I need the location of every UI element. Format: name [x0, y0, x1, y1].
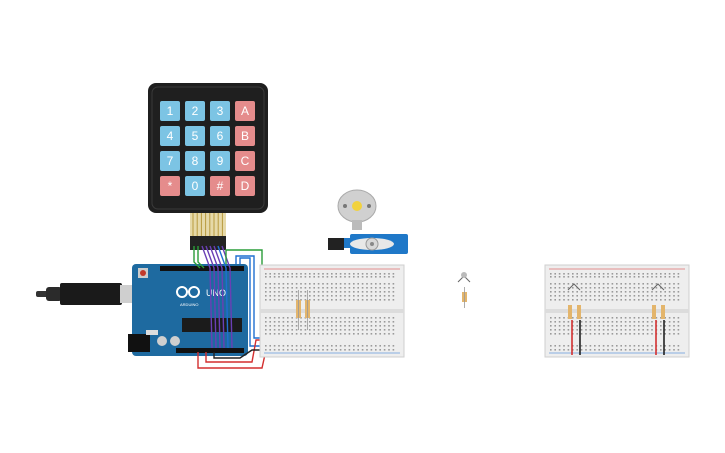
resistors-secondary[interactable]	[567, 283, 665, 355]
key-B[interactable]: B	[235, 126, 255, 146]
key-label: 9	[217, 154, 224, 168]
usb-cable[interactable]	[36, 283, 140, 305]
key-0[interactable]: 0	[185, 176, 205, 196]
key-*[interactable]: *	[160, 176, 180, 196]
key-label: A	[241, 104, 249, 118]
digital-header	[160, 266, 244, 271]
power-jack	[128, 334, 150, 352]
key-9[interactable]: 9	[210, 151, 230, 171]
servo-motor[interactable]	[328, 234, 408, 254]
analog-header	[176, 348, 244, 353]
key-4[interactable]: 4	[160, 126, 180, 146]
key-7[interactable]: 7	[160, 151, 180, 171]
key-#[interactable]: #	[210, 176, 230, 196]
key-5[interactable]: 5	[185, 126, 205, 146]
dc-motor[interactable]	[337, 189, 377, 230]
key-label: 2	[192, 104, 199, 118]
key-label: 4	[167, 129, 174, 143]
key-label: #	[217, 179, 224, 193]
key-label: 3	[217, 104, 224, 118]
key-label: *	[168, 179, 173, 193]
key-label: 0	[192, 179, 199, 193]
key-label: 6	[217, 129, 224, 143]
breadboard-secondary[interactable]	[544, 264, 690, 358]
key-2[interactable]: 2	[185, 101, 205, 121]
key-D[interactable]: D	[235, 176, 255, 196]
key-6[interactable]: 6	[210, 126, 230, 146]
keypad-wires[interactable]	[193, 245, 233, 349]
uno-label: UNO	[206, 288, 226, 298]
key-label: 5	[192, 129, 199, 143]
loose-components[interactable]	[457, 272, 471, 308]
key-label: B	[241, 129, 249, 143]
key-1[interactable]: 1	[160, 101, 180, 121]
key-A[interactable]: A	[235, 101, 255, 121]
keypad-keys[interactable]: 1 2 3 A 4 5 6 B 7 8 9 C * 0 # D	[160, 101, 255, 196]
key-label: C	[241, 154, 250, 168]
key-label: D	[241, 179, 250, 193]
breadboard-main[interactable]	[259, 264, 405, 358]
keypad-4x4[interactable]: 1 2 3 A 4 5 6 B 7 8 9 C * 0 # D	[148, 83, 268, 250]
arduino-brand: ARDUINO	[180, 302, 198, 307]
resistors-main[interactable]	[296, 290, 310, 330]
key-label: 1	[167, 104, 174, 118]
key-C[interactable]: C	[235, 151, 255, 171]
key-label: 8	[192, 154, 199, 168]
key-label: 7	[167, 154, 174, 168]
keypad-ribbon	[190, 213, 226, 250]
arduino-logo: UNO ARDUINO	[176, 286, 226, 307]
key-8[interactable]: 8	[185, 151, 205, 171]
key-3[interactable]: 3	[210, 101, 230, 121]
